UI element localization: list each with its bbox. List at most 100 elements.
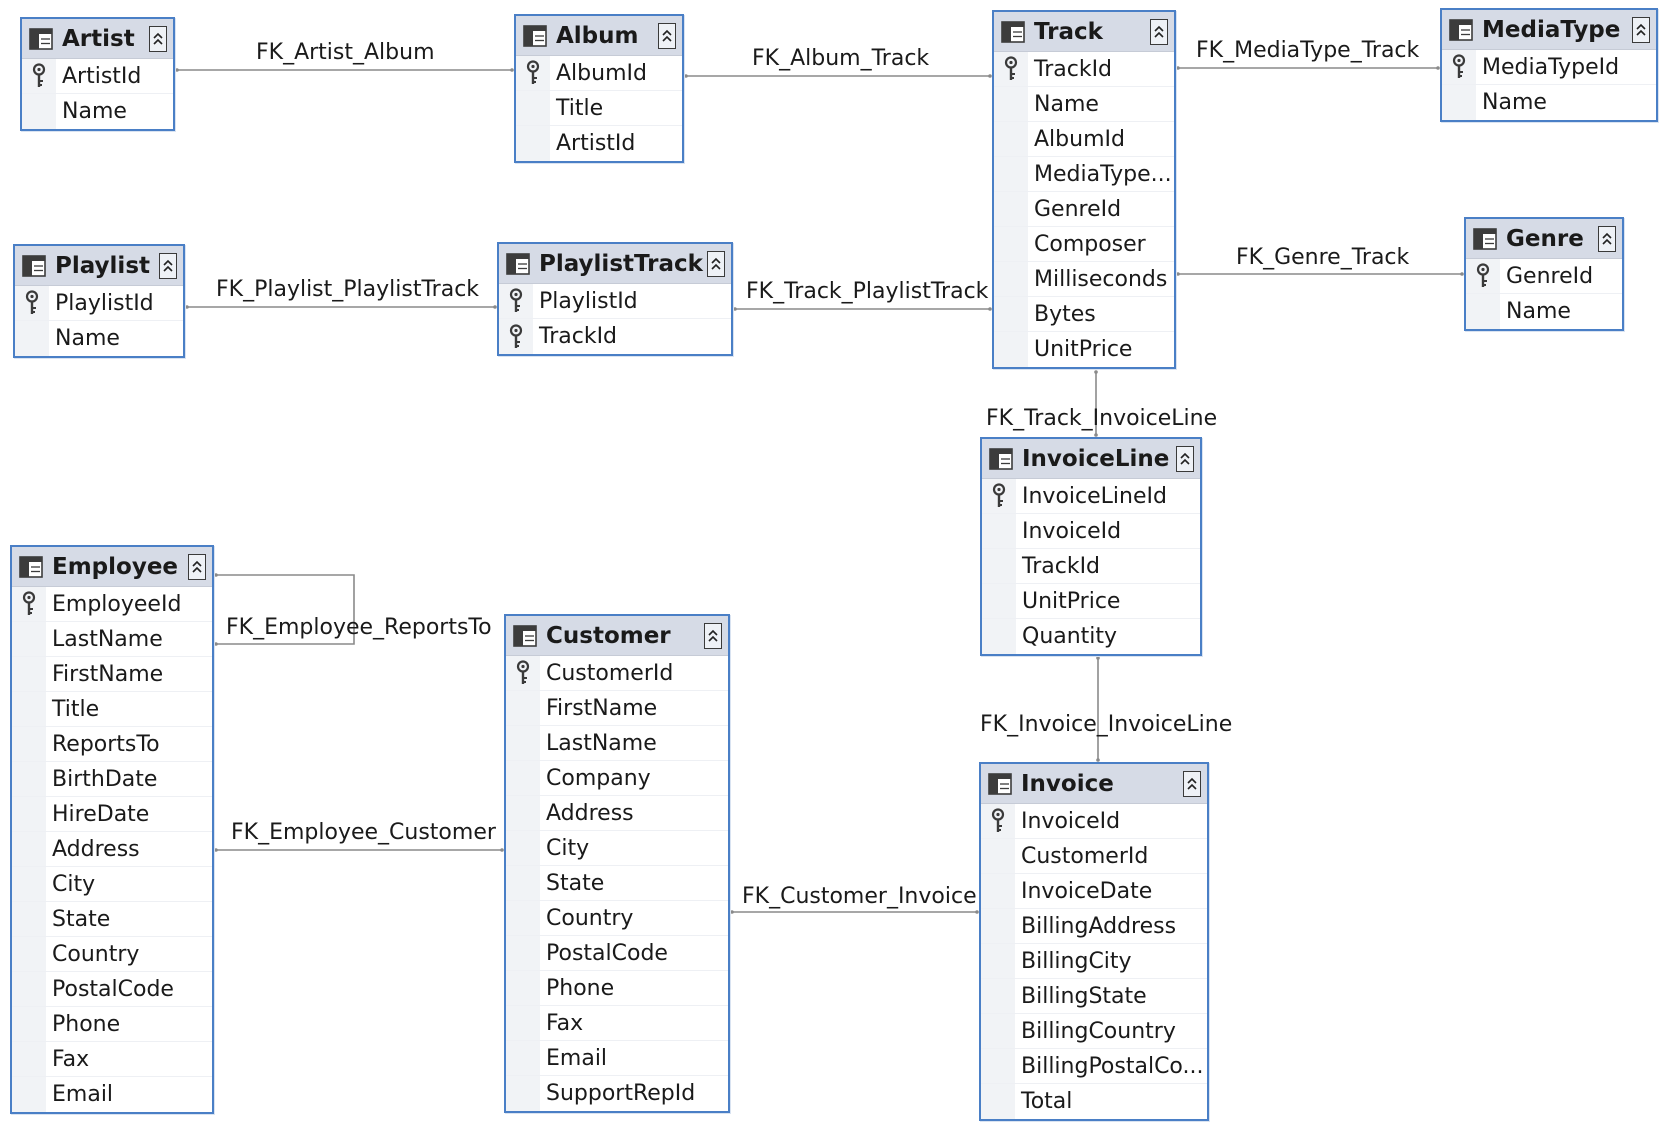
- field-row[interactable]: BillingAddress: [981, 909, 1207, 944]
- field-row[interactable]: TrackId: [994, 52, 1174, 87]
- field-row[interactable]: Title: [12, 692, 212, 727]
- field-row[interactable]: Name: [994, 87, 1174, 122]
- field-row[interactable]: InvoiceLineId: [982, 479, 1200, 514]
- field-row[interactable]: BillingState: [981, 979, 1207, 1014]
- collapse-chevrons-icon[interactable]: [188, 553, 206, 580]
- table-header[interactable]: Album: [516, 16, 682, 56]
- relationship-label-fk-track-playlisttrack[interactable]: FK_Track_PlaylistTrack: [746, 279, 989, 304]
- field-row[interactable]: MediaType...: [994, 157, 1174, 192]
- field-row[interactable]: ReportsTo: [12, 727, 212, 762]
- field-row[interactable]: Country: [506, 901, 728, 936]
- field-row[interactable]: LastName: [506, 726, 728, 761]
- field-row[interactable]: Fax: [506, 1006, 728, 1041]
- field-row[interactable]: GenreId: [994, 192, 1174, 227]
- table-header[interactable]: PlaylistTrack: [499, 244, 731, 284]
- field-row[interactable]: UnitPrice: [994, 332, 1174, 367]
- collapse-chevrons-icon[interactable]: [1150, 18, 1168, 45]
- field-row[interactable]: FirstName: [506, 691, 728, 726]
- field-row[interactable]: PostalCode: [12, 972, 212, 1007]
- field-row[interactable]: GenreId: [1466, 259, 1622, 294]
- field-row[interactable]: Address: [12, 832, 212, 867]
- relationship-label-fk-album-track[interactable]: FK_Album_Track: [752, 46, 930, 71]
- table-header[interactable]: Artist: [22, 19, 173, 59]
- field-row[interactable]: PlaylistId: [15, 286, 183, 321]
- table-header[interactable]: Employee: [12, 547, 212, 587]
- field-row[interactable]: InvoiceId: [981, 804, 1207, 839]
- field-row[interactable]: ArtistId: [22, 59, 173, 94]
- relationship-label-fk-employee-reportsto[interactable]: FK_Employee_ReportsTo: [226, 615, 492, 640]
- field-row[interactable]: Address: [506, 796, 728, 831]
- field-row[interactable]: Total: [981, 1084, 1207, 1119]
- table-header[interactable]: Playlist: [15, 246, 183, 286]
- field-row[interactable]: Email: [506, 1041, 728, 1076]
- field-row[interactable]: LastName: [12, 622, 212, 657]
- field-row[interactable]: Country: [12, 937, 212, 972]
- collapse-chevrons-icon[interactable]: [1598, 225, 1616, 252]
- field-row[interactable]: InvoiceId: [982, 514, 1200, 549]
- collapse-chevrons-icon[interactable]: [1176, 445, 1194, 472]
- collapse-chevrons-icon[interactable]: [149, 25, 167, 52]
- field-row[interactable]: CustomerId: [506, 656, 728, 691]
- field-row[interactable]: EmployeeId: [12, 587, 212, 622]
- field-row[interactable]: Name: [22, 94, 173, 129]
- collapse-chevrons-icon[interactable]: [707, 250, 725, 277]
- field-row[interactable]: ArtistId: [516, 126, 682, 161]
- field-row[interactable]: AlbumId: [994, 122, 1174, 157]
- field-row[interactable]: Phone: [12, 1007, 212, 1042]
- field-row[interactable]: Email: [12, 1077, 212, 1112]
- relationship-label-fk-track-invoiceline[interactable]: FK_Track_InvoiceLine: [986, 406, 1218, 431]
- table-header[interactable]: MediaType: [1442, 10, 1656, 50]
- table-header[interactable]: InvoiceLine: [982, 439, 1200, 479]
- relationship-label-fk-invoice-invoiceline[interactable]: FK_Invoice_InvoiceLine: [980, 712, 1233, 737]
- relationship-label-fk-artist-album[interactable]: FK_Artist_Album: [256, 40, 435, 65]
- field-row[interactable]: Fax: [12, 1042, 212, 1077]
- field-row[interactable]: City: [12, 867, 212, 902]
- table-header[interactable]: Track: [994, 12, 1174, 52]
- field-row[interactable]: SupportRepId: [506, 1076, 728, 1111]
- relationship-label-fk-genre-track[interactable]: FK_Genre_Track: [1236, 245, 1410, 270]
- field-row[interactable]: MediaTypeId: [1442, 50, 1656, 85]
- collapse-chevrons-icon[interactable]: [704, 622, 722, 649]
- field-row[interactable]: BirthDate: [12, 762, 212, 797]
- field-row[interactable]: BillingPostalCo...: [981, 1049, 1207, 1084]
- field-row[interactable]: FirstName: [12, 657, 212, 692]
- field-row[interactable]: Name: [1442, 85, 1656, 120]
- relationship-label-fk-customer-invoice[interactable]: FK_Customer_Invoice: [742, 884, 977, 909]
- field-row[interactable]: Composer: [994, 227, 1174, 262]
- collapse-chevrons-icon[interactable]: [1183, 770, 1201, 797]
- table-header[interactable]: Genre: [1466, 219, 1622, 259]
- field-row[interactable]: Name: [1466, 294, 1622, 329]
- table-header[interactable]: Customer: [506, 616, 728, 656]
- field-row[interactable]: Phone: [506, 971, 728, 1006]
- relationship-label-fk-playlist-playlisttrack[interactable]: FK_Playlist_PlaylistTrack: [216, 277, 480, 302]
- collapse-chevrons-icon[interactable]: [658, 22, 676, 49]
- field-row[interactable]: Milliseconds: [994, 262, 1174, 297]
- field-row[interactable]: PlaylistId: [499, 284, 731, 319]
- field-row[interactable]: Bytes: [994, 297, 1174, 332]
- field-row[interactable]: State: [506, 866, 728, 901]
- field-row[interactable]: BillingCity: [981, 944, 1207, 979]
- field-row[interactable]: BillingCountry: [981, 1014, 1207, 1049]
- field-row[interactable]: AlbumId: [516, 56, 682, 91]
- relationship-label-fk-employee-customer[interactable]: FK_Employee_Customer: [231, 820, 496, 845]
- field-row[interactable]: HireDate: [12, 797, 212, 832]
- field-row[interactable]: Quantity: [982, 619, 1200, 654]
- field-row[interactable]: UnitPrice: [982, 584, 1200, 619]
- field-row[interactable]: TrackId: [982, 549, 1200, 584]
- collapse-chevrons-icon[interactable]: [1632, 16, 1650, 43]
- field-row[interactable]: Title: [516, 91, 682, 126]
- field-row[interactable]: InvoiceDate: [981, 874, 1207, 909]
- relationship-label-fk-mediatype-track[interactable]: FK_MediaType_Track: [1196, 38, 1420, 63]
- field-row[interactable]: Company: [506, 761, 728, 796]
- field-row[interactable]: TrackId: [499, 319, 731, 354]
